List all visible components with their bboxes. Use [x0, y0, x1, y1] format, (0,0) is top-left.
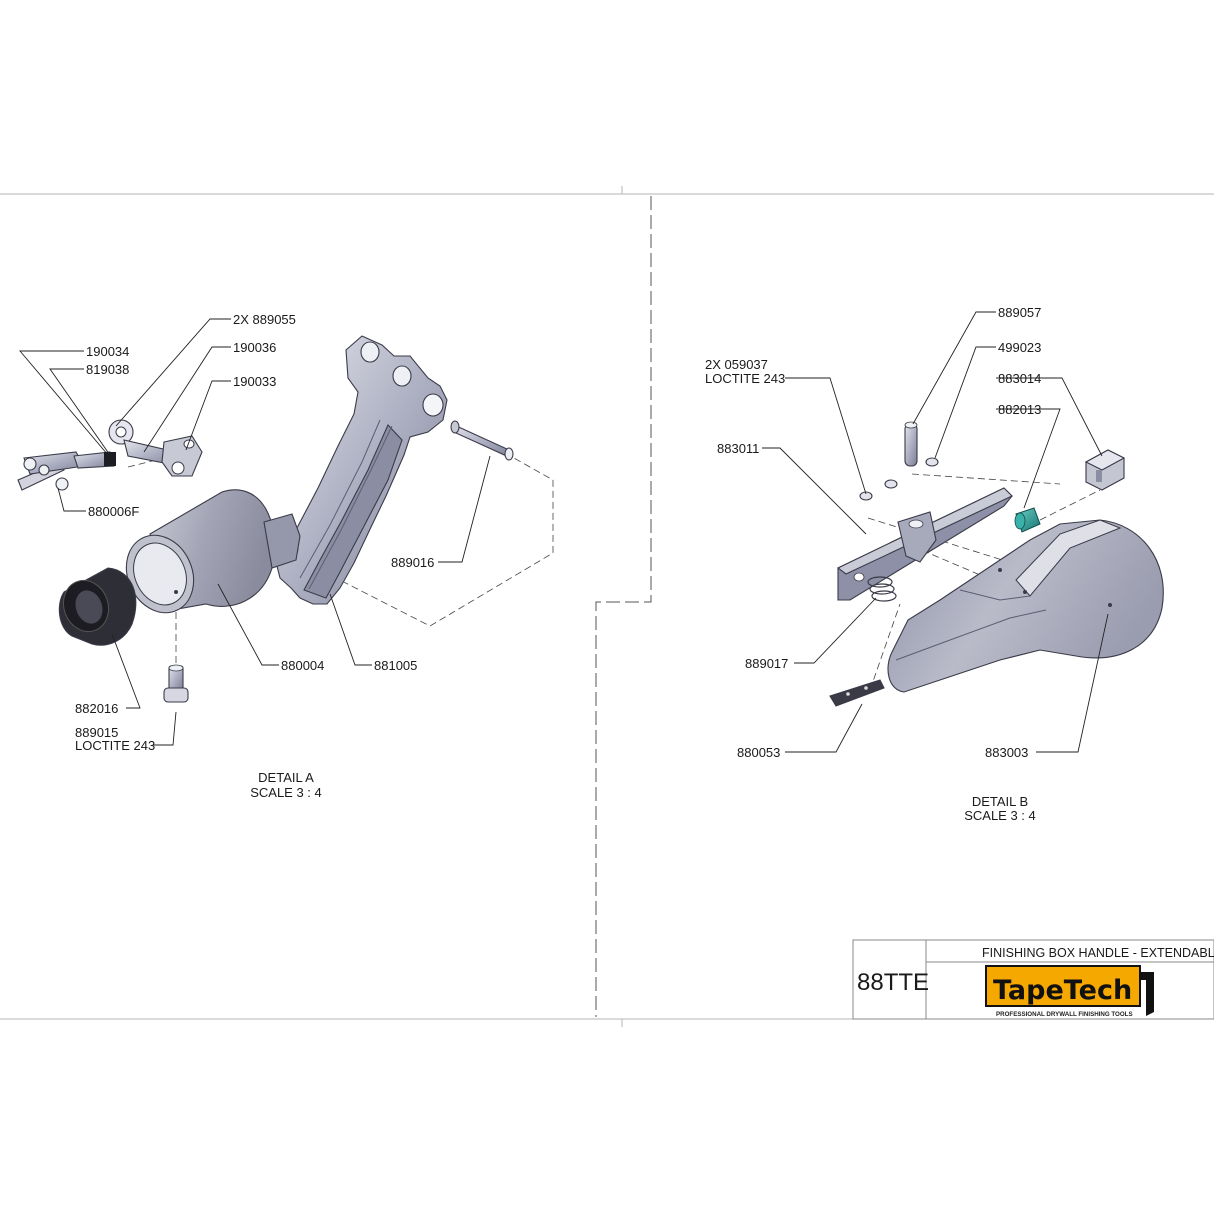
detail-a-leaders	[19, 318, 491, 746]
section-divider	[595, 196, 652, 1017]
callout-881005: 881005	[374, 658, 417, 673]
detail-b-scale: SCALE 3 : 4	[964, 808, 1036, 823]
detail-a-caption: DETAIL A	[258, 770, 314, 785]
callout-190036: 190036	[233, 340, 276, 355]
linkage-small-parts	[17, 419, 203, 491]
callout-883011: 883011	[717, 441, 759, 456]
logo-tab	[1140, 972, 1154, 1016]
block-883014	[1084, 449, 1126, 491]
drawing-title: FINISHING BOX HANDLE - EXTENDABLE	[982, 946, 1214, 960]
callout-883014: 883014	[998, 371, 1041, 386]
spring-889017	[867, 576, 897, 602]
logo-wordmark: TapeTech	[993, 975, 1132, 1006]
callout-880004: 880004	[281, 658, 324, 673]
plate-880053	[829, 679, 885, 707]
callout-819038: 819038	[86, 362, 129, 377]
nut-882013	[1014, 507, 1041, 533]
slide-bar-883011	[836, 487, 1013, 601]
callout-190034: 190034	[86, 344, 129, 359]
detail-a-dash-lines	[329, 452, 554, 627]
callout-889017: 889017	[745, 656, 788, 671]
cylinder-880004	[125, 489, 301, 614]
detail-b-callouts: 889057 2X 059037 LOCTITE 243 499023 8830…	[705, 305, 1041, 823]
callout-2x889055: 2X 889055	[233, 312, 296, 327]
screw-889015	[163, 664, 189, 703]
title-block: 88TTE FINISHING BOX HANDLE - EXTENDABLE …	[852, 939, 1214, 1020]
housing-883003	[887, 519, 1164, 693]
callout-883003: 883003	[985, 745, 1028, 760]
logo-tagline: PROFESSIONAL DRYWALL FINISHING TOOLS	[996, 1011, 1133, 1018]
detail-a-scale: SCALE 3 : 4	[250, 785, 322, 800]
drawing-number: 88TTE	[857, 969, 929, 996]
pin-889057	[904, 421, 918, 467]
detail-b-caption: DETAIL B	[972, 794, 1028, 809]
callout-190033: 190033	[233, 374, 276, 389]
detail-b-leaders	[762, 311, 1109, 753]
callout-889015-loctite: LOCTITE 243	[75, 738, 155, 753]
callout-2x059037: 2X 059037	[705, 357, 768, 372]
callout-880053: 880053	[737, 745, 780, 760]
callout-889015: 889015	[75, 725, 118, 740]
callout-882013: 882013	[998, 402, 1041, 417]
pin-889016	[450, 420, 514, 461]
detail-b-artwork	[829, 421, 1164, 707]
callout-059037-loctite: LOCTITE 243	[705, 371, 785, 386]
screws-059037-499023	[859, 457, 939, 501]
tapetech-logo: TapeTech PROFESSIONAL DRYWALL FINISHING …	[985, 965, 1154, 1018]
logo-plate	[985, 965, 1141, 1007]
callout-880006f: 880006F	[88, 504, 139, 519]
callout-882016: 882016	[75, 701, 118, 716]
callout-889057: 889057	[998, 305, 1041, 320]
detail-a-artwork	[17, 335, 554, 703]
bumper-882016	[58, 567, 137, 646]
callout-499023: 499023	[998, 340, 1041, 355]
callout-889016: 889016	[391, 555, 434, 570]
detail-a-callouts: 2X 889055 190034 190036 819038 190033 88…	[75, 312, 434, 800]
